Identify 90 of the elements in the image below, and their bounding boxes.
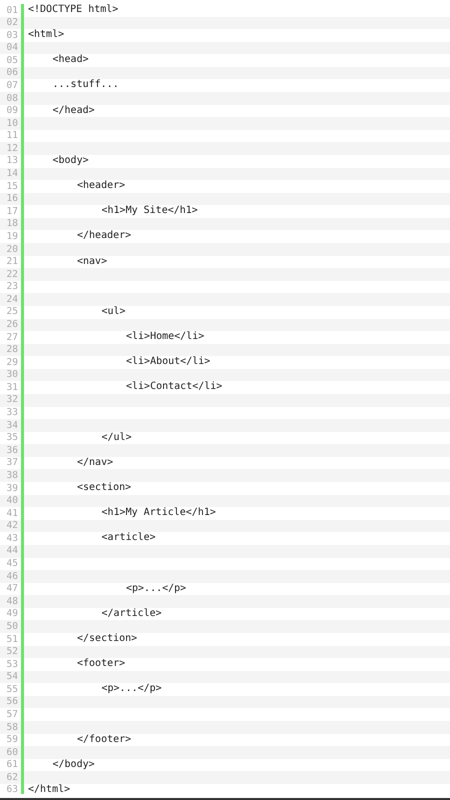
line-number: 46 <box>6 570 18 584</box>
line-number: 09 <box>6 105 18 118</box>
code-line: <body> <box>52 154 89 168</box>
code-line: <li>Home</li> <box>126 331 204 344</box>
line-number: 53 <box>6 658 18 672</box>
line-number: 58 <box>6 722 18 734</box>
line-number: 43 <box>6 532 18 546</box>
code-line: <footer> <box>77 658 126 671</box>
line-number: 60 <box>6 746 18 760</box>
line-number: 19 <box>6 230 18 244</box>
line-number: 14 <box>6 168 18 181</box>
line-number: 36 <box>6 444 18 458</box>
code-line: </section> <box>77 633 138 646</box>
code-line: <!DOCTYPE html> <box>28 4 118 17</box>
code-line: <h1>My Site</h1> <box>102 205 198 218</box>
line-number: 08 <box>6 92 18 106</box>
code-line: <p>...</p> <box>126 582 186 596</box>
code-line: <ul> <box>102 306 126 318</box>
code-line: <li>Contact</li> <box>126 381 222 394</box>
line-number: 49 <box>6 608 18 621</box>
line-number: 11 <box>6 130 18 143</box>
code-line: <header> <box>77 180 126 193</box>
line-number: 02 <box>6 17 18 30</box>
code-line: <head> <box>52 54 89 67</box>
code-line: </ul> <box>102 432 132 444</box>
code-line: <h1>My Article</h1> <box>102 507 216 520</box>
code-line: ...stuff... <box>52 79 119 92</box>
code-line: </head> <box>52 104 95 118</box>
line-number: 47 <box>6 583 18 596</box>
line-number: 38 <box>6 470 18 483</box>
line-number: 31 <box>6 382 18 394</box>
line-number: 05 <box>6 54 18 68</box>
line-number: 34 <box>6 420 18 432</box>
line-number: 01 <box>6 4 18 18</box>
line-number: 03 <box>6 30 18 42</box>
line-number: 32 <box>6 394 18 408</box>
code-line: </html> <box>28 784 70 797</box>
line-number: 26 <box>6 319 18 332</box>
line-number: 15 <box>6 180 18 194</box>
line-number: 29 <box>6 356 18 370</box>
line-number: 57 <box>6 708 18 722</box>
line-number: 22 <box>6 268 18 282</box>
line-number: 12 <box>6 142 18 156</box>
line-number: 40 <box>6 495 18 508</box>
code-line: <section> <box>77 482 132 495</box>
line-number: 20 <box>6 244 18 256</box>
line-number: 52 <box>6 646 18 659</box>
line-number: 35 <box>6 432 18 445</box>
line-number: 24 <box>6 294 18 306</box>
line-number: 27 <box>6 332 18 344</box>
code-line: </nav> <box>77 456 114 470</box>
line-number: 13 <box>6 155 18 168</box>
line-number: 37 <box>6 457 18 470</box>
code-line: <article> <box>102 532 156 545</box>
code-line: </body> <box>52 758 95 772</box>
line-number: 07 <box>6 80 18 93</box>
code-line: </footer> <box>77 734 132 746</box>
line-number: 30 <box>6 369 18 382</box>
line-number: 48 <box>6 596 18 608</box>
line-number: 55 <box>6 684 18 696</box>
line-number: 04 <box>6 42 18 55</box>
code-line: <html> <box>28 29 64 42</box>
line-number: 51 <box>6 634 18 646</box>
line-number: 18 <box>6 218 18 231</box>
line-number: 21 <box>6 256 18 269</box>
line-number: 25 <box>6 306 18 319</box>
line-number: 56 <box>6 696 18 709</box>
line-number: 39 <box>6 482 18 496</box>
line-number: 10 <box>6 118 18 130</box>
line-number: 50 <box>6 620 18 634</box>
code-line: </article> <box>102 608 162 620</box>
line-number: 06 <box>6 67 18 80</box>
line-number: 42 <box>6 520 18 533</box>
line-number: 61 <box>6 759 18 772</box>
line-number: 17 <box>6 206 18 218</box>
code-line: <p>...</p> <box>102 683 162 696</box>
line-number: 44 <box>6 545 18 558</box>
line-number: 59 <box>6 734 18 747</box>
code-line: <nav> <box>77 256 108 268</box>
line-number: 63 <box>6 784 18 798</box>
line-number: 16 <box>6 193 18 206</box>
line-number: 54 <box>6 671 18 684</box>
code-line: <li>About</li> <box>126 356 210 369</box>
line-number: 28 <box>6 344 18 357</box>
line-number: 41 <box>6 508 18 520</box>
line-number: 33 <box>6 407 18 420</box>
line-number: 45 <box>6 558 18 571</box>
line-number: 62 <box>6 772 18 784</box>
line-number: 23 <box>6 281 18 294</box>
code-line: </header> <box>77 230 132 244</box>
